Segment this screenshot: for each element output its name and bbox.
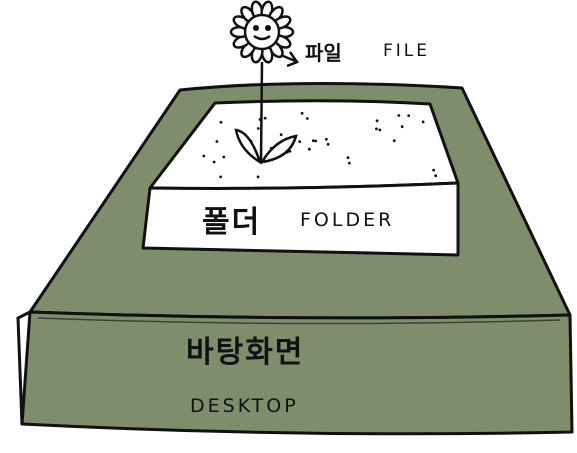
soil-dot xyxy=(202,154,206,158)
soil-dot xyxy=(212,160,216,164)
folder-label-en: FOLDER xyxy=(300,209,394,231)
flower-file-icon xyxy=(229,0,299,165)
soil-dot xyxy=(263,116,267,120)
soil-dot xyxy=(311,139,315,143)
soil-dot xyxy=(375,127,378,131)
desktop-left-edge xyxy=(16,310,31,425)
soil-dot xyxy=(407,114,411,117)
soil-dot xyxy=(325,137,328,141)
soil-dot xyxy=(307,147,311,151)
soil-dot xyxy=(215,140,219,143)
soil-dot xyxy=(305,117,309,120)
file-label-en: FILE xyxy=(383,41,430,61)
desktop-label-en: DESKTOP xyxy=(190,395,299,417)
folder-box xyxy=(141,99,460,257)
desktop-label-ko: 바탕화면 xyxy=(186,335,304,370)
soil-dot xyxy=(432,168,435,172)
soil-dot xyxy=(326,142,330,146)
soil-dot xyxy=(400,125,404,129)
soil-dot xyxy=(300,111,304,115)
soil-dot xyxy=(392,139,396,143)
soil-dot xyxy=(314,139,318,143)
soil-dot xyxy=(397,114,401,117)
soil-dot xyxy=(256,175,260,179)
soil-dot xyxy=(434,174,438,178)
soil-dot xyxy=(375,119,379,123)
soil-dot xyxy=(346,156,350,160)
soil-dot xyxy=(378,128,382,132)
soil-dot xyxy=(298,140,302,144)
soil-dot xyxy=(222,155,226,159)
soil-dot xyxy=(256,127,260,130)
soil-dot xyxy=(279,133,283,137)
folder-front-face xyxy=(141,181,460,257)
soil-dot xyxy=(347,161,351,165)
soil-dot xyxy=(219,120,223,124)
file-label-ko: 파일 xyxy=(305,41,342,65)
soil-dot xyxy=(219,175,223,179)
soil-dot xyxy=(421,120,425,124)
desktop-front-face xyxy=(20,310,574,436)
folder-label-ko: 폴더 xyxy=(202,205,261,240)
